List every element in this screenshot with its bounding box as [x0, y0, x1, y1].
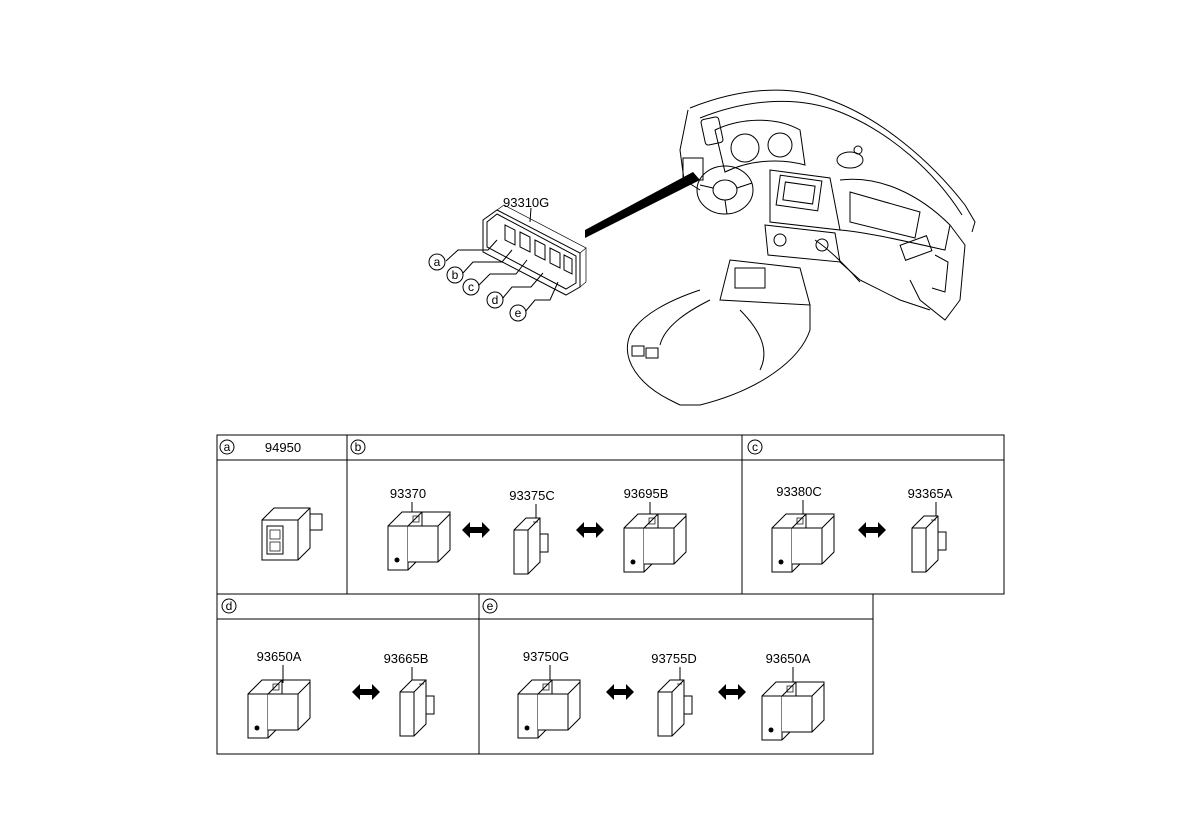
section-b-header: b [350, 439, 366, 455]
dashboard-illustration [585, 89, 976, 406]
switch-93650a-e [761, 681, 825, 741]
interchange-arrow [606, 684, 634, 700]
interchange-arrow [858, 522, 886, 538]
callout-b: b [446, 266, 464, 284]
interchange-arrow [718, 684, 746, 700]
interchange-arrow [462, 522, 490, 538]
interchange-arrow [352, 684, 380, 700]
cover-93755d [657, 679, 693, 737]
cover-93365a [911, 515, 947, 573]
interchange-arrow [576, 522, 604, 538]
svg-text:a: a [434, 255, 441, 269]
part-number-93650a: 93650A [257, 649, 302, 664]
svg-text:b: b [452, 268, 459, 282]
main-part-number: 93310G [503, 195, 549, 210]
callout-e: e [509, 304, 527, 322]
svg-text:d: d [226, 599, 233, 613]
part-number-93755d: 93755D [651, 651, 697, 666]
switch-93695b [623, 513, 687, 573]
part-number-93750g: 93750G [523, 649, 569, 664]
switch-93650a [247, 679, 311, 739]
switch-93750g [517, 679, 581, 739]
part-number-93650a-e: 93650A [766, 651, 811, 666]
section-a-part-number: 94950 [265, 440, 301, 455]
section-d-header: d [221, 598, 237, 614]
switch-panel-illustration [482, 204, 587, 296]
section-c-header: c [747, 439, 763, 455]
cover-93665b [399, 679, 435, 737]
section-a-header: a 94950 [219, 439, 301, 455]
svg-text:c: c [468, 280, 474, 294]
part-number-93380c: 93380C [776, 484, 822, 499]
svg-text:a: a [224, 440, 231, 454]
parts-table [216, 434, 1005, 755]
section-e-header: e [482, 598, 498, 614]
svg-text:d: d [492, 293, 499, 307]
part-number-93365a: 93365A [908, 486, 953, 501]
svg-text:e: e [487, 599, 494, 613]
part-number-93370: 93370 [390, 486, 426, 501]
part-number-93375c: 93375C [509, 488, 555, 503]
switch-94950 [261, 507, 323, 561]
cover-93375c [513, 517, 549, 575]
switch-93380c [771, 513, 835, 573]
part-number-93665b: 93665B [384, 651, 429, 666]
callout-a: a [428, 253, 446, 271]
part-number-93695b: 93695B [624, 486, 669, 501]
callout-c: c [462, 278, 480, 296]
callout-d: d [486, 291, 504, 309]
switch-93370 [387, 511, 451, 571]
svg-text:c: c [752, 440, 758, 454]
svg-text:e: e [515, 306, 522, 320]
svg-text:b: b [355, 440, 362, 454]
